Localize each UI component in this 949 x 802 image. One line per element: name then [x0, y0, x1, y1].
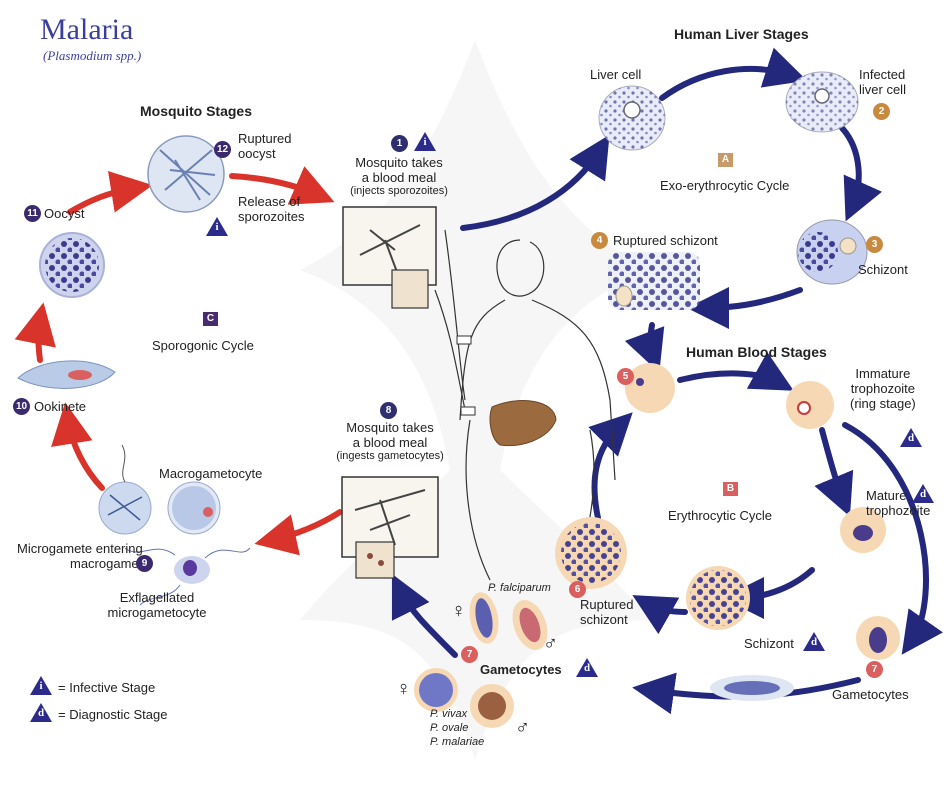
cycle-a-marker: A: [718, 153, 733, 167]
species-p-ovale: P. ovale: [430, 722, 468, 734]
step-1-marker: 1: [391, 135, 408, 152]
diagnostic-stage-marker-schizont: d: [803, 632, 825, 651]
blood-schizont-label: Schizont: [744, 636, 794, 651]
macrogametocyte-label: Macrogametocyte: [159, 466, 262, 481]
diagnostic-stage-marker-gametocytes: d: [576, 658, 598, 677]
step-10-label: Ookinete: [34, 399, 86, 414]
species-p-falciparum: P. falciparum: [488, 582, 551, 594]
cycle-c-marker: C: [203, 312, 218, 326]
diagram-title: Malaria: [40, 14, 133, 46]
immature-trophozoite: [786, 381, 834, 429]
male-symbol-falciparum: ♂: [543, 633, 558, 655]
sporogonic-cycle-label: Sporogonic Cycle: [152, 338, 254, 353]
step-9-label-line1: Microgamete entering: [17, 541, 143, 556]
ruptured-schizont-liver: [608, 252, 700, 310]
step-11-label: Oocyst: [44, 206, 84, 221]
liver-organ: [490, 401, 556, 446]
macrogametocyte: [168, 482, 220, 534]
step-12-marker: 12: [214, 141, 231, 158]
ookinete: [18, 361, 115, 389]
skin-marker-lower: [461, 407, 475, 415]
cycle-b-marker: B: [723, 482, 738, 496]
erythrocytic-cycle-label: Erythrocytic Cycle: [668, 508, 772, 523]
legend-infective-icon: i: [30, 676, 52, 695]
female-symbol-other: ♀: [396, 678, 411, 700]
elongated-gametocyte: [710, 675, 794, 701]
microgamete-entering-macrogamete: [99, 445, 151, 534]
step-10-marker: 10: [13, 398, 30, 415]
female-symbol-falciparum: ♀: [451, 600, 466, 622]
exo-erythrocytic-cycle-label: Exo-erythrocytic Cycle: [660, 178, 789, 193]
step-7-marker-right: 7: [866, 661, 883, 678]
step-3-marker: 3: [866, 236, 883, 253]
infected-liver-cell: [786, 72, 858, 132]
legend-infective-text: = Infective Stage: [58, 680, 155, 695]
blood-schizont: [686, 566, 750, 630]
step-3-label: Schizont: [858, 262, 908, 277]
section-liver-stages: Human Liver Stages: [674, 27, 809, 42]
species-p-vivax: P. vivax: [430, 708, 467, 720]
skin-marker-upper: [457, 336, 471, 344]
liver-schizont: [797, 220, 867, 284]
step-6-marker: 6: [569, 581, 586, 598]
section-mosquito-stages: Mosquito Stages: [140, 104, 252, 119]
step-9-marker: 9: [136, 555, 153, 572]
liver-cell: [599, 86, 665, 150]
step-7-label-center: Gametocytes: [480, 662, 562, 677]
section-blood-stages: Human Blood Stages: [686, 345, 827, 360]
oocyst: [40, 233, 104, 297]
step-7-label-right: Gametocytes: [832, 687, 909, 702]
step-5-marker: 5: [617, 368, 634, 385]
step-4-marker: 4: [591, 232, 608, 249]
legend-diagnostic-text: = Diagnostic Stage: [58, 707, 167, 722]
diagnostic-stage-marker-immature: d: [900, 428, 922, 447]
infective-stage-marker-1: i: [414, 132, 436, 151]
liver-cell-label: Liver cell: [590, 67, 641, 82]
step-7-marker-center: 7: [461, 646, 478, 663]
infective-stage-marker-12: i: [206, 217, 228, 236]
step-4-label: Ruptured schizont: [613, 233, 718, 248]
erythrocyte-merozoite: [625, 363, 675, 413]
step-8-marker: 8: [380, 402, 397, 419]
legend-diagnostic-icon: d: [30, 703, 52, 722]
ruptured-oocyst: [148, 136, 224, 212]
step-2-marker: 2: [873, 103, 890, 120]
diagram-subtitle: (Plasmodium spp.): [43, 48, 141, 63]
diagnostic-stage-marker-mature: d: [912, 484, 934, 503]
male-symbol-other: ♂: [515, 717, 530, 739]
step-11-marker: 11: [24, 205, 41, 222]
species-p-malariae: P. malariae: [430, 736, 484, 748]
gametocyte-blood-right: [856, 616, 900, 660]
ruptured-schizont-blood: [555, 517, 627, 589]
